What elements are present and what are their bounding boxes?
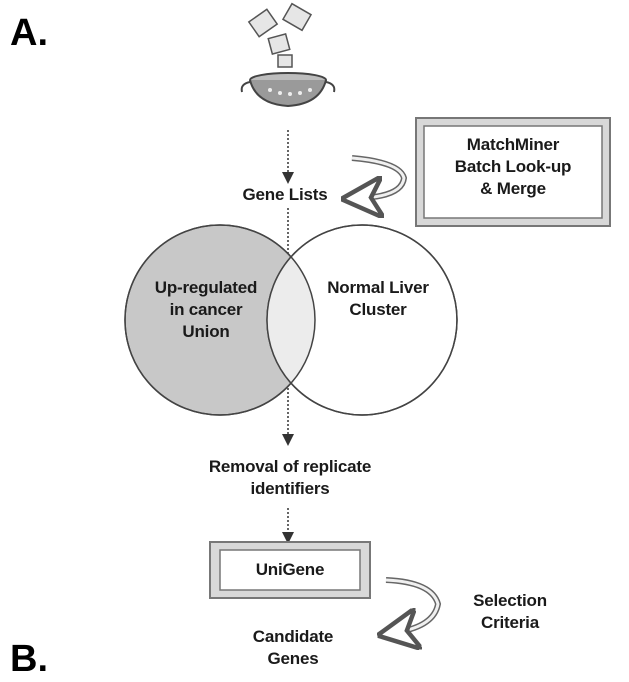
selection-criteria-label: Selection Criteria (440, 590, 580, 634)
matchminer-label: MatchMiner Batch Look-up & Merge (430, 134, 596, 200)
panel-label-a: A. (10, 12, 48, 54)
colander-icon (240, 72, 336, 108)
matchminer-box (415, 117, 611, 227)
matchminer-line-2: Batch Look-up (454, 157, 572, 176)
venn-left-line-2: in cancer (169, 300, 243, 319)
matchminer-line-1: MatchMiner (466, 135, 560, 154)
candidate-genes-label: Candidate Genes (218, 626, 368, 670)
selection-line-1: Selection (473, 591, 547, 610)
matchminer-line-3: & Merge (480, 179, 546, 198)
panel-label-b: B. (10, 638, 48, 680)
unigene-box (209, 541, 371, 599)
venn-left-label: Up-regulated in cancer Union (118, 277, 294, 343)
paper-sheets-icon (247, 2, 313, 68)
selection-line-2: Criteria (481, 613, 539, 632)
venn-right-line-2: Cluster (349, 300, 407, 319)
candidate-line-2: Genes (267, 649, 319, 668)
removal-label: Removal of replicate identifiers (160, 456, 420, 500)
removal-line-2: identifiers (250, 479, 330, 498)
venn-right-label: Normal Liver Cluster (296, 277, 460, 321)
removal-line-1: Removal of replicate (208, 457, 372, 476)
gene-lists-label: Gene Lists (242, 185, 328, 204)
unigene-label: UniGene (255, 560, 325, 579)
venn-left-line-1: Up-regulated (154, 278, 258, 297)
venn-right-line-1: Normal Liver (327, 278, 429, 297)
curved-arrow-selection (385, 577, 442, 635)
candidate-line-1: Candidate (252, 627, 334, 646)
venn-left-line-3: Union (182, 322, 230, 341)
